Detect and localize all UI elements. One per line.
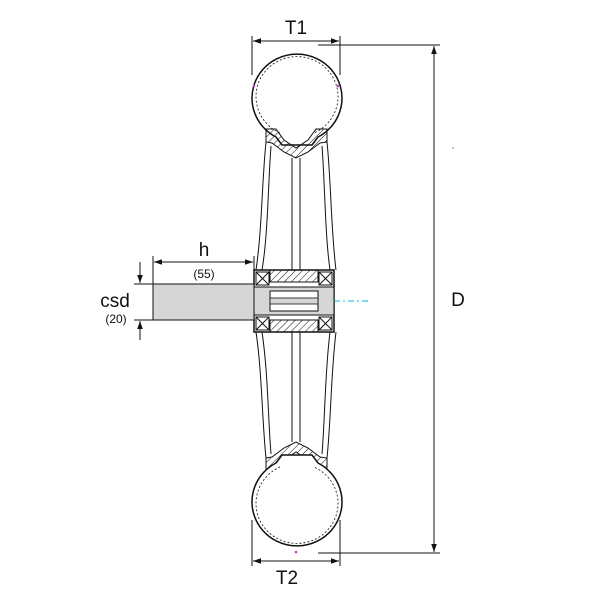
t1-label: T1 (285, 18, 307, 39)
tire-dot (252, 84, 256, 88)
stray-dot (452, 147, 454, 149)
tire-dot (336, 84, 340, 88)
hub (253, 269, 335, 333)
dimension-d: D (318, 44, 465, 554)
bearing-top-left (255, 271, 270, 286)
csd-value: (20) (105, 312, 126, 326)
h-value: (55) (193, 267, 214, 281)
dimension-csd: csd (20) (100, 262, 153, 340)
shaft (152, 283, 255, 321)
wheel-web-lower (255, 331, 337, 459)
dimension-t1: T1 (251, 18, 341, 75)
csd-label: csd (100, 291, 130, 312)
bearing-bottom-left (255, 316, 270, 331)
bottom-tire (251, 454, 343, 554)
wheel-web-upper (255, 141, 337, 271)
tire-dot (294, 550, 298, 554)
dimension-h: h (55) (152, 240, 255, 284)
top-tire-outline (251, 53, 343, 146)
bottom-tire-outline (251, 454, 343, 547)
t2-label: T2 (276, 568, 298, 589)
top-tire (251, 53, 343, 146)
d-label: D (451, 290, 465, 311)
dimension-t2: T2 (251, 520, 341, 589)
bearing-bottom-right (318, 316, 333, 331)
bottom-tire-inner (255, 466, 339, 544)
top-tire-inner (255, 56, 339, 134)
bearing-top-right (318, 271, 333, 286)
h-label: h (199, 240, 210, 261)
